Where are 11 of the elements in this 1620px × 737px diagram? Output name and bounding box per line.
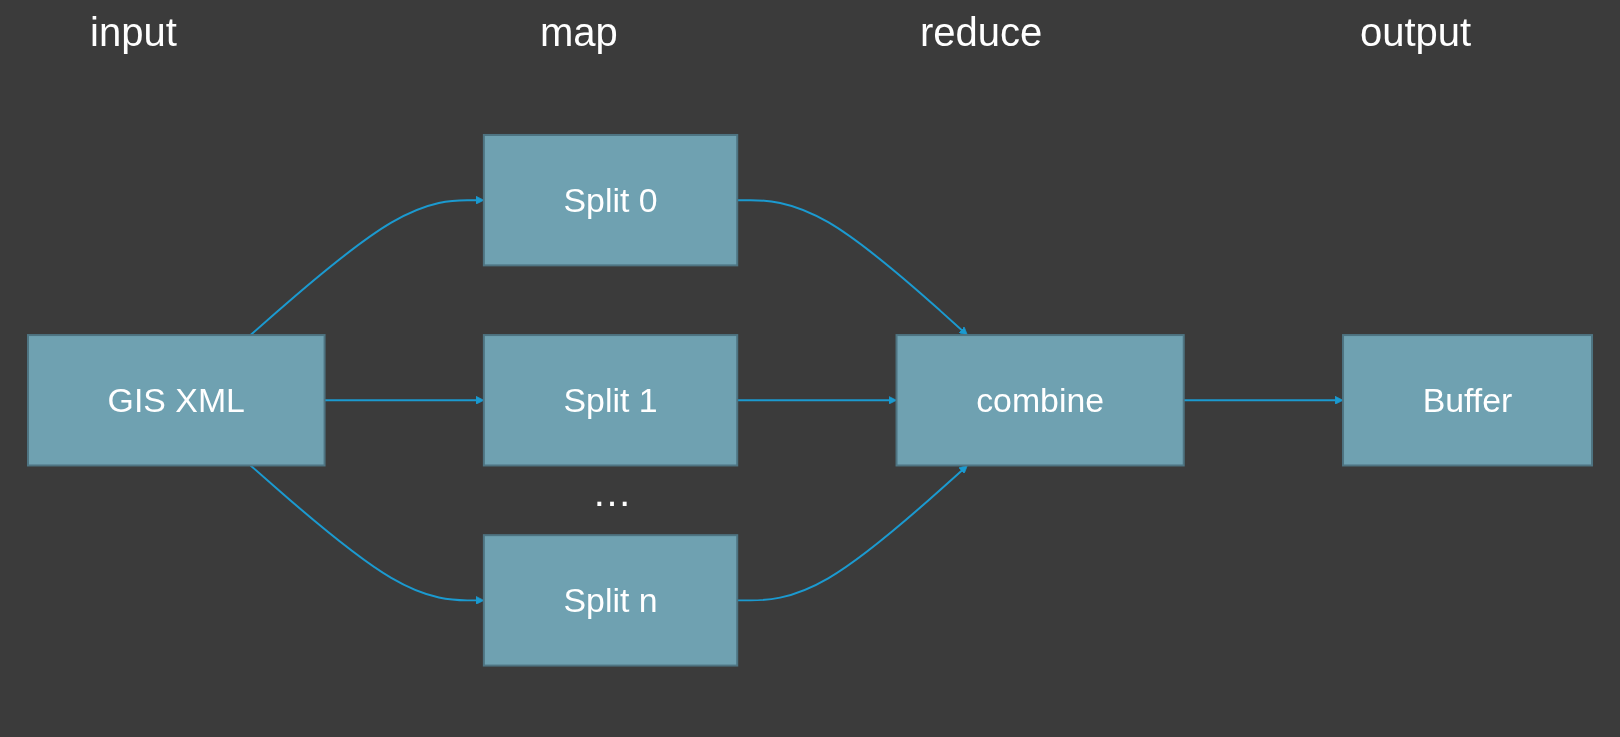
column-heading: input: [90, 10, 177, 55]
column-heading: reduce: [920, 10, 1043, 55]
column-heading: output: [1360, 10, 1472, 55]
node-box: Split n: [482, 533, 739, 667]
node-box: combine: [895, 333, 1185, 467]
column-heading: map: [540, 10, 618, 55]
node-box: Split 1: [482, 333, 739, 467]
node-box: Buffer: [1342, 333, 1593, 467]
node-box: Split 0: [482, 133, 739, 267]
node-box: GIS XML: [27, 333, 326, 467]
ellipsis-label: …: [592, 470, 632, 515]
